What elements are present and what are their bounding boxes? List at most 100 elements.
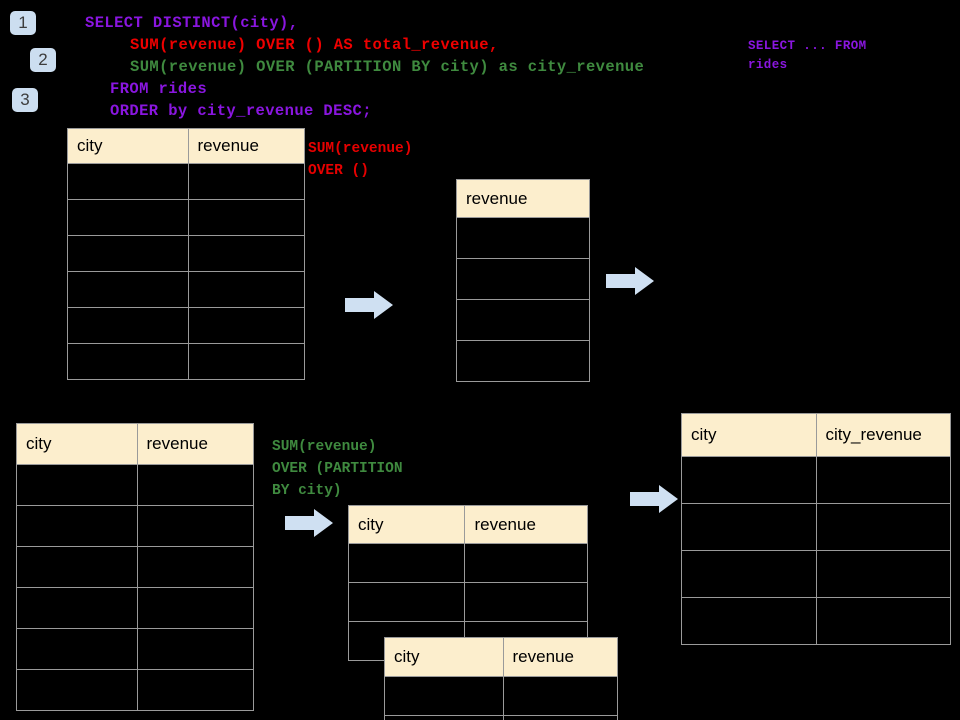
table-cell-city	[67, 235, 189, 272]
table-cell-revenue	[136, 669, 254, 711]
table-cell-city	[384, 715, 504, 720]
table-row	[384, 676, 618, 716]
step-badge-1: 1	[10, 11, 36, 35]
table-cell-revenue	[456, 299, 590, 341]
column-header-city: city	[16, 423, 138, 465]
table-cell-revenue	[187, 307, 305, 344]
column-header-city: city	[384, 637, 504, 677]
arrow-right-icon	[630, 485, 678, 513]
table-row	[16, 464, 254, 506]
table-row	[67, 307, 305, 344]
arrow-right-icon	[285, 509, 333, 537]
sql-line-3: SUM(revenue) OVER (PARTITION BY city) as…	[130, 58, 645, 76]
table-cell-city	[347, 543, 466, 583]
table-cell-revenue	[502, 715, 618, 720]
table-row	[681, 456, 951, 504]
arrow-right-icon	[345, 291, 393, 319]
table-row	[456, 258, 590, 300]
table-row	[456, 299, 590, 341]
table-row	[456, 217, 590, 259]
table-cell-revenue	[136, 628, 254, 670]
table-cell-city_revenue	[815, 550, 951, 598]
sql-side-label: SELECT ... FROM rides	[748, 39, 867, 72]
table-row	[16, 628, 254, 670]
table-row	[67, 163, 305, 200]
table-cell-revenue	[456, 340, 590, 382]
table-cell-city	[16, 587, 138, 629]
table-cell-city	[16, 505, 138, 547]
table-cell-city	[681, 503, 817, 551]
column-header-revenue: revenue	[456, 179, 590, 218]
arrow-right-icon	[606, 267, 654, 295]
table-cell-city	[67, 343, 189, 380]
table-cell-city	[681, 456, 817, 504]
arrow-partition-to-result	[630, 484, 679, 514]
table-cell-revenue	[502, 676, 618, 716]
table-cell-revenue	[187, 163, 305, 200]
table-cell-city	[67, 271, 189, 308]
table-cell-revenue	[136, 505, 254, 547]
table-cell-revenue	[464, 543, 588, 583]
table-cell-city	[384, 676, 504, 716]
column-header-city: city	[681, 413, 817, 457]
table-cell-city	[16, 546, 138, 588]
table-cell-revenue	[187, 235, 305, 272]
table-row	[681, 503, 951, 551]
column-header-revenue: revenue	[136, 423, 254, 465]
step-badge-3: 3	[12, 88, 38, 112]
table-header-row: revenue	[456, 179, 590, 218]
table-cell-revenue	[187, 343, 305, 380]
table-cell-revenue	[187, 271, 305, 308]
table-cell-city	[681, 550, 817, 598]
sql-line-2: SUM(revenue) OVER () AS total_revenue,	[130, 36, 499, 54]
table-row	[67, 343, 305, 380]
column-header-city_revenue: city_revenue	[815, 413, 951, 457]
table-cell-city	[67, 163, 189, 200]
table-cell-city_revenue	[815, 503, 951, 551]
table-row	[347, 582, 588, 622]
table-cell-city_revenue	[815, 456, 951, 504]
sql-line-5: ORDER by city_revenue DESC;	[110, 102, 372, 120]
table-row	[16, 546, 254, 588]
table-row	[67, 271, 305, 308]
table-cell-city	[67, 307, 189, 344]
column-header-city: city	[347, 505, 466, 544]
sql-line-4: FROM rides	[110, 80, 208, 98]
table-row	[16, 505, 254, 547]
arrow-total-to-result	[606, 266, 655, 296]
annotation-sum-over-partition: SUM(revenue) OVER (PARTITION BY city)	[272, 439, 403, 499]
table-cell-revenue	[456, 258, 590, 300]
table-row	[67, 199, 305, 236]
table-row	[681, 597, 951, 645]
table-row	[384, 715, 618, 720]
table-cell-city	[16, 628, 138, 670]
table-cell-revenue	[136, 464, 254, 506]
table-row	[456, 340, 590, 382]
table-cell-city	[67, 199, 189, 236]
column-header-revenue: revenue	[464, 505, 588, 544]
column-header-revenue: revenue	[502, 637, 618, 677]
table-cell-revenue	[456, 217, 590, 259]
annotation-sum-over-empty: SUM(revenue) OVER ()	[308, 141, 413, 179]
table-cell-revenue	[464, 582, 588, 622]
step-badge-2: 2	[30, 48, 56, 72]
column-header-revenue: revenue	[187, 128, 305, 164]
table-cell-revenue	[136, 546, 254, 588]
table-row	[16, 669, 254, 711]
total-revenue-table: revenue	[456, 179, 590, 382]
table-row	[681, 550, 951, 598]
arrow-source-to-total	[345, 290, 394, 320]
table-cell-revenue	[187, 199, 305, 236]
table-row	[347, 543, 588, 583]
table-cell-city	[16, 669, 138, 711]
